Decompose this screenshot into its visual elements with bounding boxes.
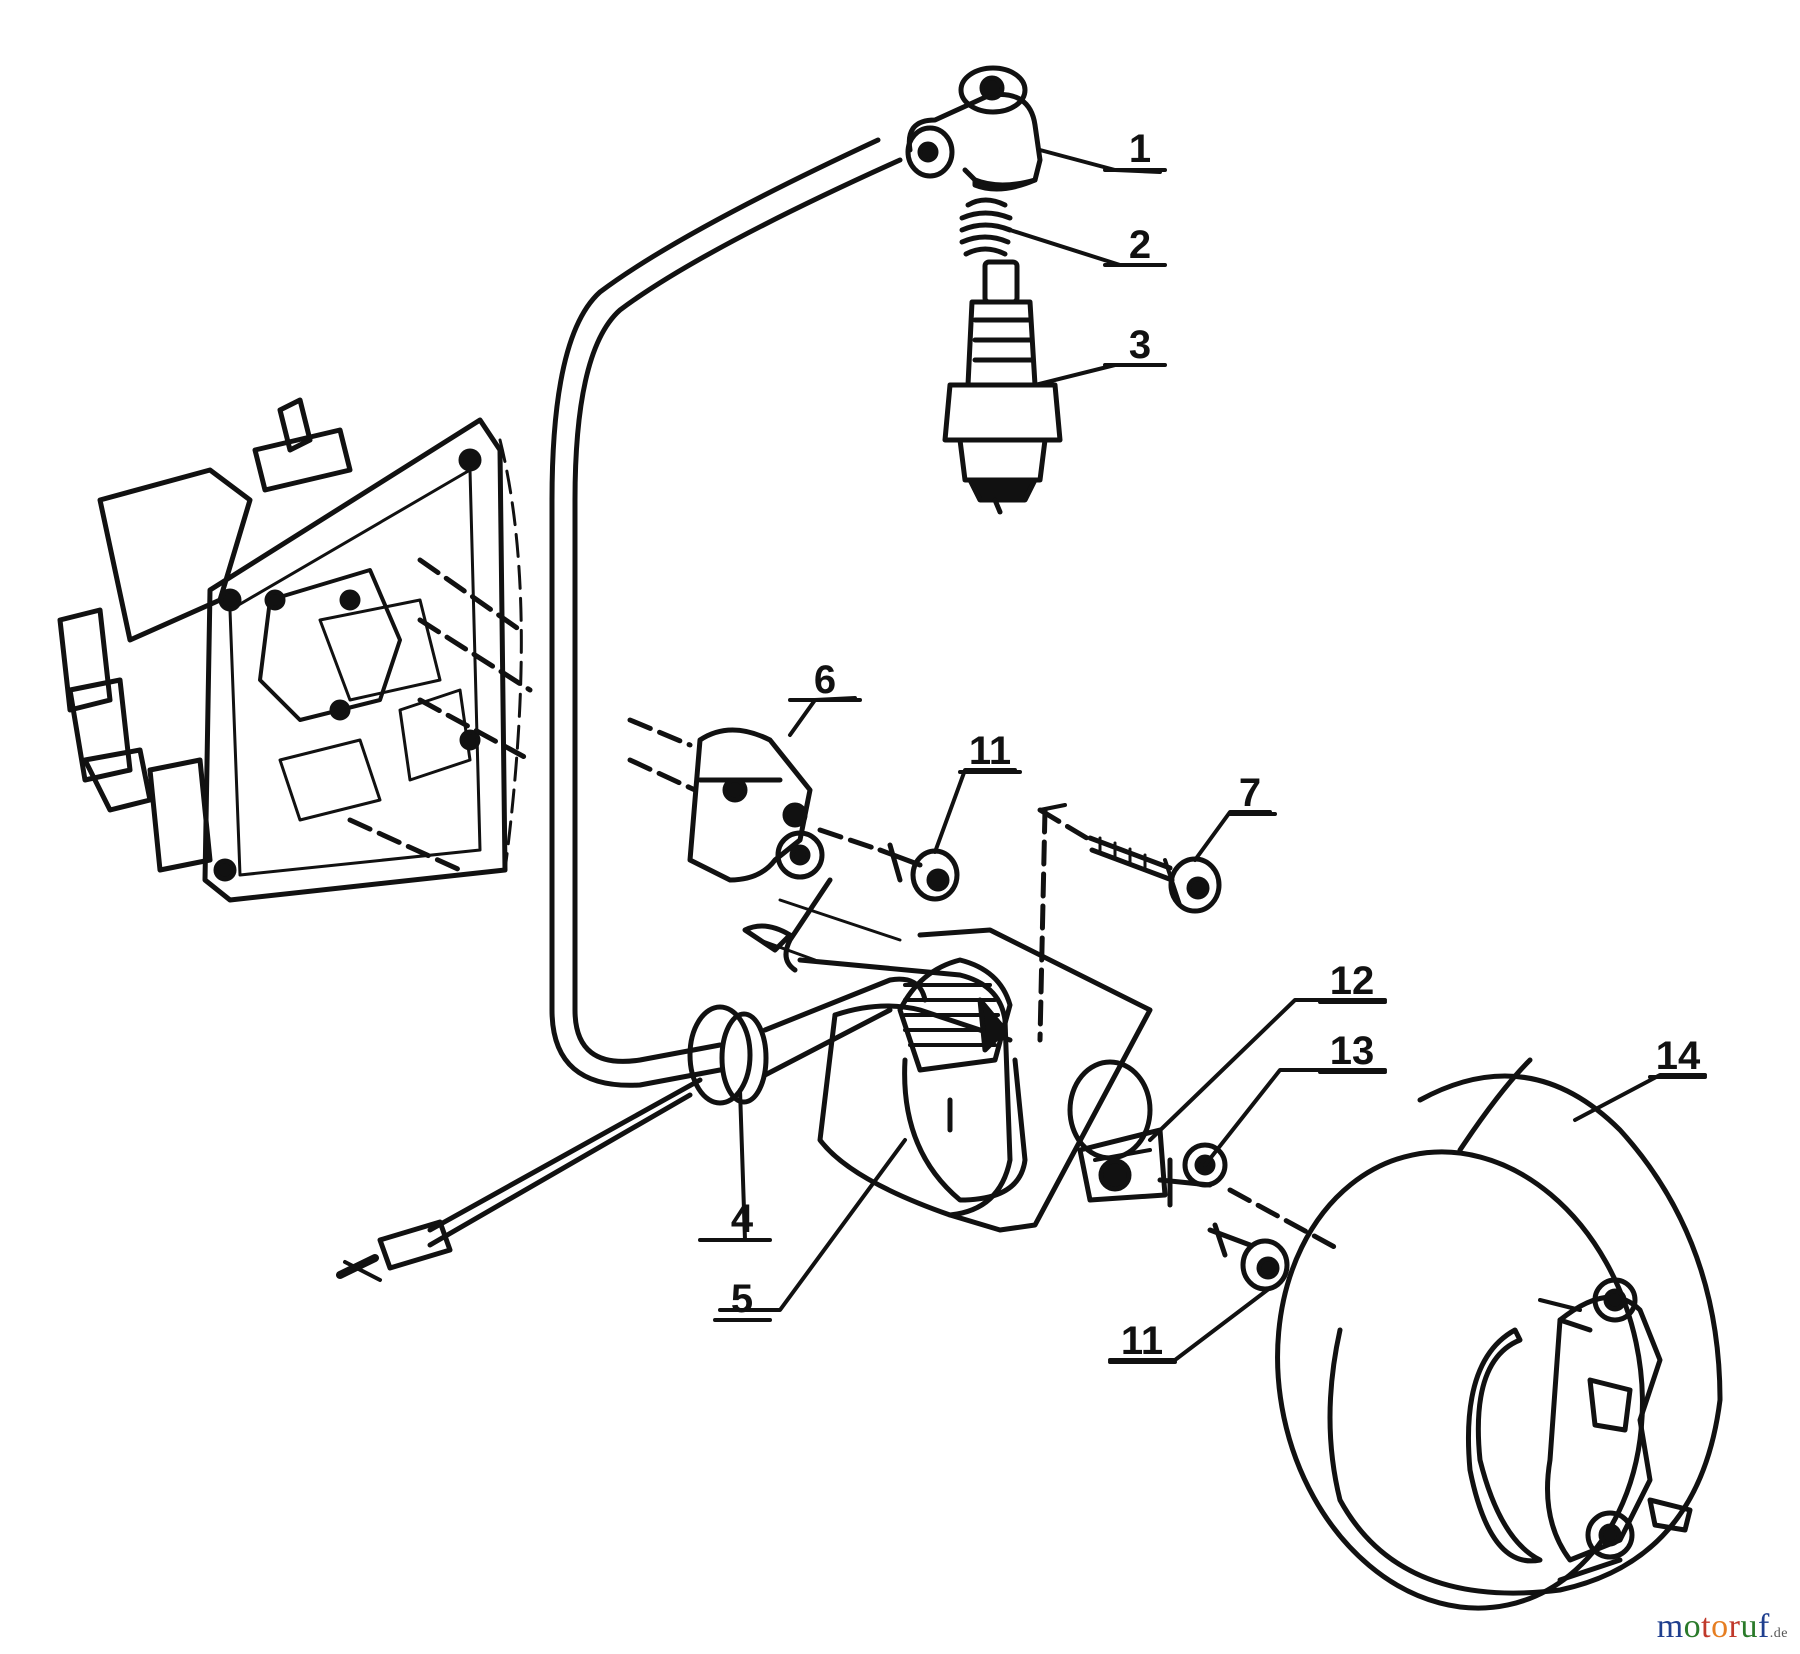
grommet-and-wire: [336, 877, 928, 1282]
cap-spring: [959, 197, 1013, 257]
watermark-tld: .de: [1769, 1626, 1788, 1641]
module-components: [1067, 1059, 1343, 1253]
screw-lower: [1207, 1222, 1290, 1292]
callout-7: 7: [1239, 771, 1261, 815]
callout-4: 4: [731, 1197, 754, 1241]
switch-bracket: [627, 717, 883, 883]
callout-2: 2: [1129, 223, 1151, 267]
callout-labels: 1 2 3 4 5 6 7 11 11 12 13 14: [731, 127, 1701, 1363]
leader-lines: [698, 148, 1707, 1364]
crankcase-housing: [57, 397, 533, 903]
callout-11-upper: 11: [969, 729, 1011, 773]
watermark-letter: r: [1728, 1608, 1741, 1645]
watermark-letter: f: [1757, 1608, 1770, 1645]
spark-plug: [942, 259, 1063, 515]
ignition-lead: [549, 137, 903, 1088]
watermark-letter: t: [1701, 1608, 1712, 1645]
callout-3: 3: [1129, 323, 1151, 367]
screw-upper: [877, 842, 960, 902]
watermark-letter: o: [1683, 1608, 1702, 1645]
watermark-letter: m: [1656, 1608, 1684, 1645]
flywheel: [1275, 1057, 1723, 1611]
watermark-letter: o: [1711, 1608, 1729, 1645]
long-screw: [1037, 803, 1222, 1043]
ignition-coil: [797, 927, 1153, 1233]
callout-6: 6: [814, 658, 836, 702]
callout-12: 12: [1330, 959, 1375, 1003]
callout-11-lower: 11: [1121, 1319, 1163, 1363]
motoruf-watermark-logo: motoruf.de: [1657, 1608, 1788, 1646]
callout-5: 5: [731, 1277, 753, 1321]
callout-14: 14: [1656, 1034, 1701, 1078]
watermark-letter: u: [1740, 1608, 1758, 1645]
callout-13: 13: [1330, 1029, 1375, 1073]
spark-plug-cap: [905, 65, 1043, 192]
callout-1: 1: [1129, 127, 1151, 171]
